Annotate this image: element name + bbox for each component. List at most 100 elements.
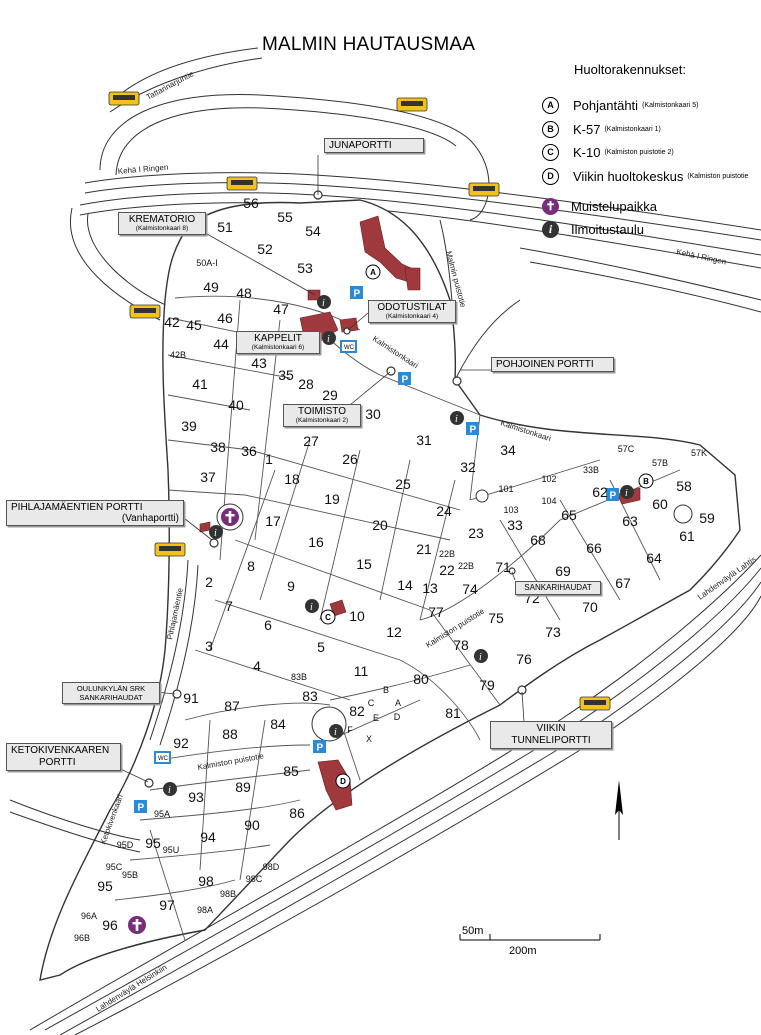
block-label: 50A-I [196, 258, 218, 268]
block-label: 61 [679, 528, 695, 544]
block-label: 13 [422, 580, 438, 596]
block-label: 23 [468, 525, 484, 541]
svg-text:i: i [168, 785, 171, 796]
callout-pihlaja-label: PIHLAJAMÄENTIEN PORTTI [11, 502, 143, 513]
block-label: 4 [253, 658, 261, 674]
road-tattarinarjuntie: Tattarinarjuntie [145, 69, 196, 102]
block-label: 20 [372, 517, 388, 533]
block-label: 95B [122, 870, 138, 880]
block-label: 24 [436, 503, 452, 519]
svg-text:i: i [479, 652, 482, 663]
block-label: 33 [507, 517, 523, 533]
legend-building-address: (Kalmiston puistotie 2) [604, 148, 674, 156]
block-label: 2 [205, 574, 213, 590]
block-label: 98 [198, 873, 214, 889]
block-label: 85 [283, 763, 299, 779]
legend-memorial: ✝ Muistelupaikka [542, 196, 657, 216]
block-label: 91 [183, 690, 199, 706]
block-label: 29 [322, 387, 338, 403]
block-label: 6 [264, 617, 272, 633]
block-label: 7 [225, 598, 233, 614]
block-label: 42 [164, 314, 180, 330]
block-label: 74 [462, 581, 478, 597]
block-label: 88 [222, 726, 238, 742]
block-label: 39 [181, 418, 197, 434]
callout-viikin-tunneliportti: VIIKIN TUNNELIPORTTI [490, 721, 612, 749]
block-label: 44 [213, 336, 229, 352]
svg-text:i: i [455, 414, 458, 425]
callout-odotustilat-address: (Kalmistonkaari 4) [385, 313, 439, 320]
block-label: 89 [235, 779, 251, 795]
block-label: 9 [287, 578, 295, 594]
building-a-icon: A [542, 96, 559, 114]
block-label: E [373, 713, 379, 723]
scale-label-50m: 50m [462, 925, 484, 937]
block-label: 82 [349, 703, 365, 719]
block-label: 98B [220, 889, 236, 899]
road-keha1-east: Kehä I Ringen [676, 247, 727, 266]
legend-memorial-label: Muistelupaikka [571, 198, 657, 214]
block-label: 77 [428, 604, 444, 620]
block-label: 57B [652, 458, 668, 468]
callout-viikin-label-1: VIIKIN [536, 723, 566, 734]
info-icon: i [542, 220, 559, 238]
block-label: 98C [246, 874, 263, 884]
callout-oulunkyla-label-2: SANKARIHAUDAT [79, 693, 143, 702]
block-label: 102 [541, 474, 556, 484]
block-label: 66 [586, 540, 602, 556]
block-label: 42B [170, 350, 186, 360]
block-label: 96A [81, 911, 97, 921]
block-label: 95D [117, 840, 134, 850]
callout-kappelit-label: KAPPELIT [254, 333, 302, 344]
road-lahdenvayla-west: Lahdenväylä Helsinkiin [94, 963, 168, 1014]
scale-label-200m: 200m [509, 945, 537, 957]
wc-icons: WC WC [154, 340, 357, 764]
block-label: 52 [257, 241, 273, 257]
block-label: 35 [278, 367, 294, 383]
block-label: F [347, 725, 353, 735]
block-label: 90 [244, 817, 260, 833]
svg-text:i: i [327, 334, 330, 345]
block-label: 75 [488, 610, 504, 626]
block-label: 56 [243, 195, 259, 211]
building-d-icon: D [542, 167, 559, 185]
block-label: 83B [291, 672, 307, 682]
block-label: 95U [163, 845, 180, 855]
map-title: MALMIN HAUTAUSMAA [262, 34, 476, 55]
svg-text:i: i [322, 298, 325, 309]
block-label: 92 [173, 735, 189, 751]
block-label: 43 [251, 355, 267, 371]
block-label: 14 [397, 577, 413, 593]
block-label: 17 [265, 513, 281, 529]
svg-text:i: i [310, 602, 313, 613]
parking-icon: P [317, 743, 324, 754]
building-b-icon: B [542, 120, 559, 138]
block-label: 22B [439, 549, 455, 559]
block-label: 97 [159, 897, 175, 913]
block-label: 65 [561, 507, 577, 523]
block-label: 33B [583, 465, 599, 475]
legend-title: Huoltorakennukset: [574, 62, 687, 77]
block-label: 32 [460, 459, 476, 475]
block-label: 38 [210, 439, 226, 455]
map-building-b: B [643, 477, 649, 486]
block-label: 98A [197, 905, 213, 915]
callout-toimisto-label: TOIMISTO [298, 406, 346, 417]
map-building-c: C [325, 613, 331, 622]
block-label: 12 [386, 624, 402, 640]
block-label: B [383, 685, 389, 695]
block-label: 95A [154, 809, 170, 819]
block-label: 30 [365, 406, 381, 422]
block-label: 96 [102, 917, 118, 933]
legend-building-name: K-10 [573, 144, 601, 160]
callout-oulunkylan-srk: OULUNKYLÄN SRK SANKARIHAUDAT [62, 682, 160, 704]
wc-icon: WC [158, 756, 169, 762]
block-label: 47 [273, 301, 289, 317]
callout-pohjoinen-label: POHJOINEN PORTTI [496, 359, 594, 370]
callout-sankarihaudat-label: SANKARIHAUDAT [524, 583, 592, 592]
svg-text:i: i [625, 488, 628, 499]
block-label: 58 [676, 478, 692, 494]
block-label: 69 [555, 563, 571, 579]
